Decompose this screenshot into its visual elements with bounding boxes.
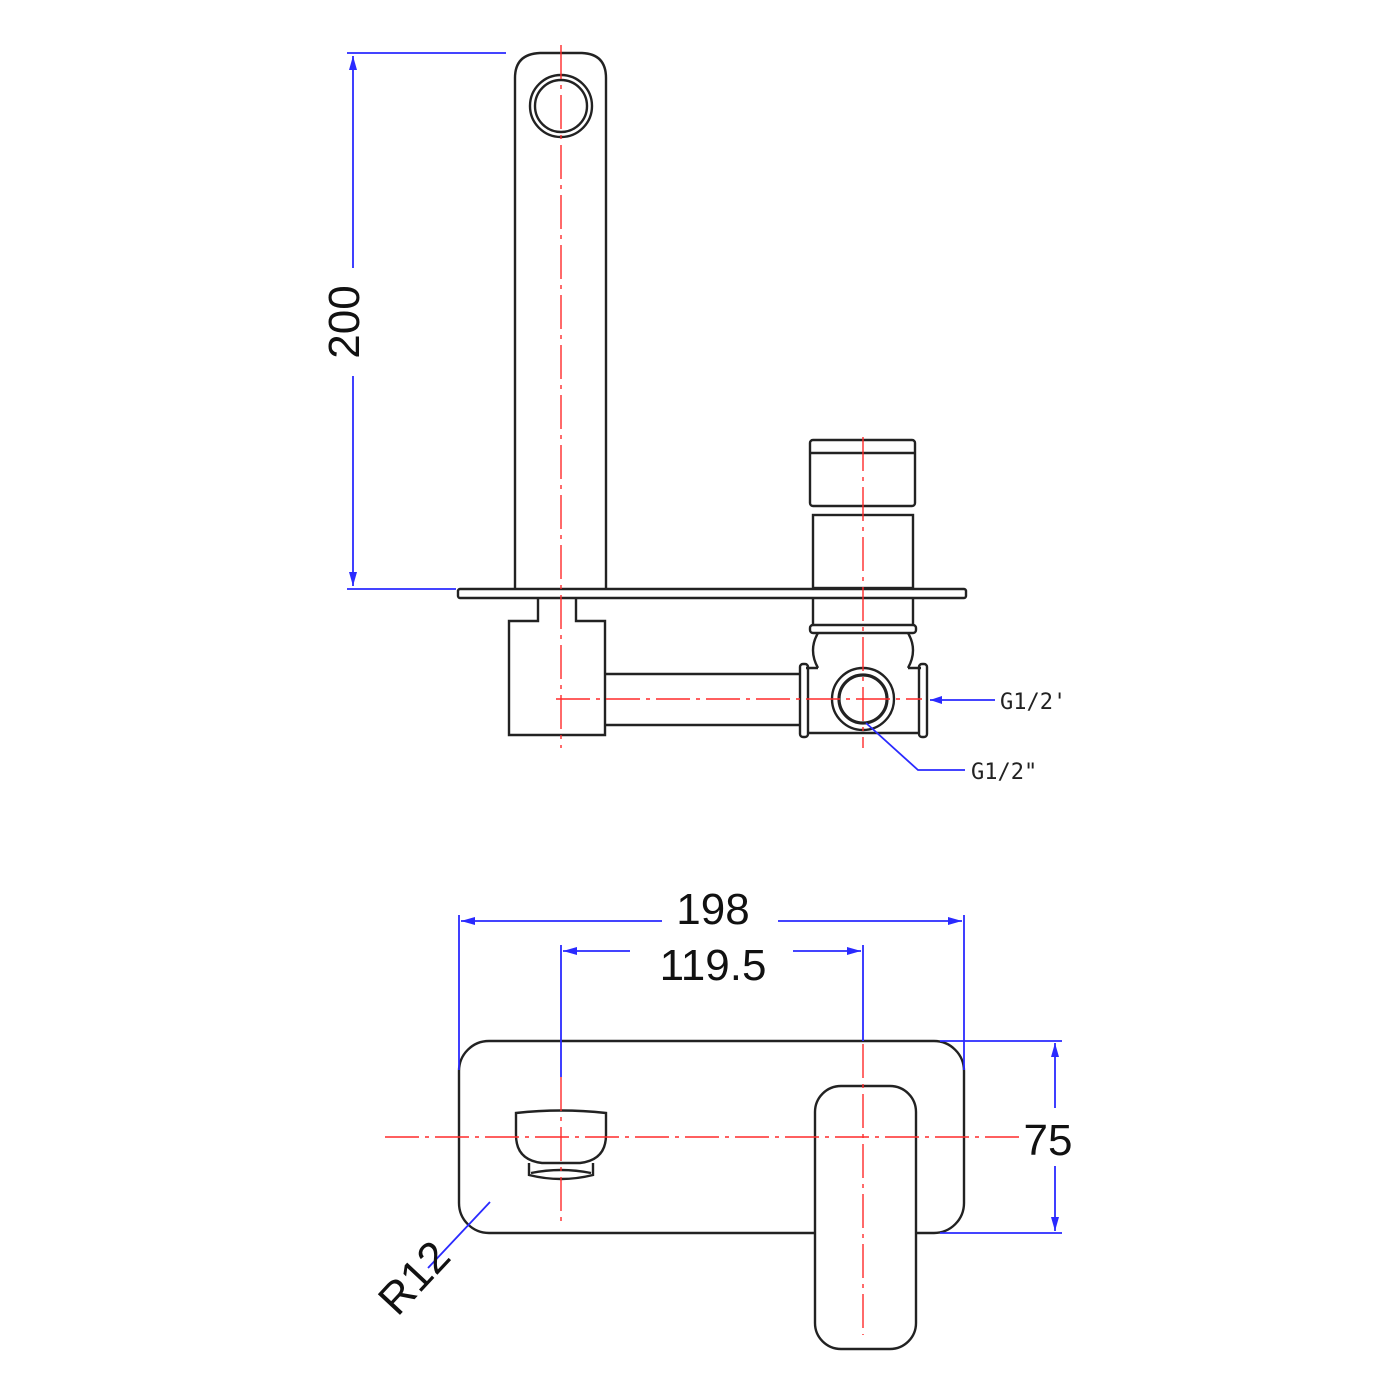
dim-label-119-5: 119.5 xyxy=(660,941,767,990)
spout-body xyxy=(507,598,607,737)
dim-label-r12: R12 xyxy=(369,1232,460,1324)
callout-label-g12-bottom: G1/2" xyxy=(971,760,1037,785)
centerlines-side xyxy=(556,45,922,748)
dimension-spout-height: 200 xyxy=(320,52,506,590)
wall-plate-side xyxy=(456,587,968,600)
callout-inlet-side: G1/2' xyxy=(930,690,1066,715)
dimension-centers: 119.5 xyxy=(560,941,864,1077)
dim-label-200: 200 xyxy=(320,285,369,358)
centerlines-front xyxy=(385,1044,1020,1335)
dim-label-75: 75 xyxy=(1024,1116,1073,1165)
connecting-pipe xyxy=(605,672,800,727)
callout-inlet-bottom: G1/2" xyxy=(865,722,1037,785)
side-view: 200 G1/2' G1/2" xyxy=(320,45,1066,785)
dimension-overall-width: 198 xyxy=(458,885,965,1070)
dimension-corner-radius: R12 xyxy=(369,1201,491,1324)
handle-lever xyxy=(813,1084,918,1351)
dim-label-198: 198 xyxy=(676,885,749,934)
dimension-plate-height: 75 xyxy=(940,1040,1073,1234)
callout-label-g12-side: G1/2' xyxy=(1000,690,1066,715)
front-view: 198 119.5 75 R12 xyxy=(369,885,1073,1351)
